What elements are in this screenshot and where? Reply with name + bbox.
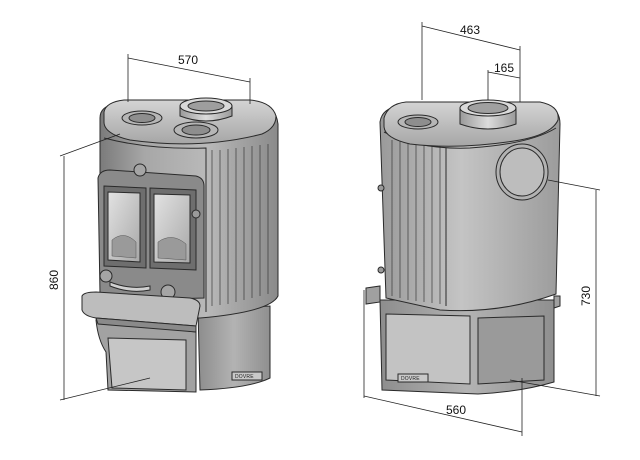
front-width-dimension: 570 <box>127 53 251 104</box>
rear-width-label: 463 <box>460 23 480 37</box>
rear-flue-offset-dimension: 165 <box>487 61 521 100</box>
rear-height-label: 730 <box>579 286 593 306</box>
front-width-label: 570 <box>178 53 198 67</box>
rear-stove-view: DOVRE <box>365 99 561 395</box>
front-height-dimension: 860 <box>47 133 151 401</box>
rear-depth-label: 560 <box>446 403 466 417</box>
front-ash-shelf <box>81 291 201 327</box>
front-door <box>97 163 205 300</box>
rear-flue-collar <box>459 99 517 130</box>
door-knob-top <box>133 163 147 177</box>
front-flue-collar <box>179 97 233 122</box>
door-knob-bottom-left <box>99 269 113 283</box>
rear-stamp-text: DOVRE <box>401 376 420 382</box>
door-handle <box>109 281 151 292</box>
front-stove-ribs <box>211 144 269 306</box>
rear-depth-dimension: 560 <box>363 290 523 436</box>
front-height-label: 860 <box>47 270 61 290</box>
front-stove-legs <box>95 305 271 393</box>
rear-stove-ribs <box>391 140 441 304</box>
front-stamp-text: DOVRE <box>235 374 254 380</box>
rear-width-dimension: 463 <box>421 22 521 102</box>
front-stove-view: DOVRE <box>81 97 279 393</box>
rear-flue-offset-label: 165 <box>494 61 514 75</box>
rear-height-dimension: 730 <box>509 179 601 397</box>
